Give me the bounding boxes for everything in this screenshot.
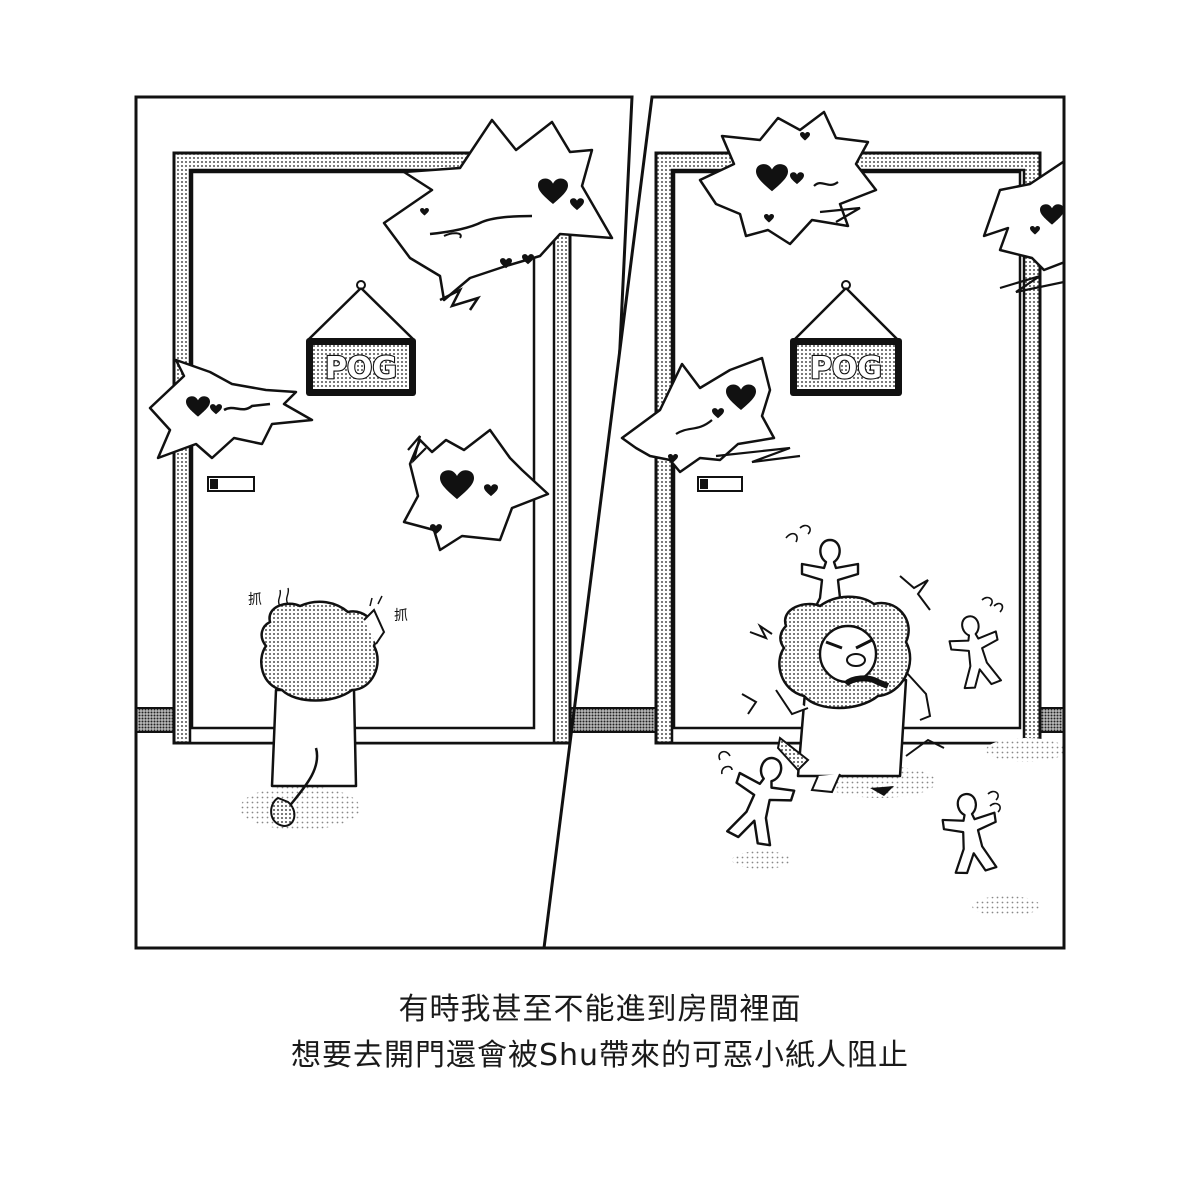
door-sign-label: POG [810, 351, 882, 386]
panel-left: POG [134, 95, 634, 950]
caption-line-2: 想要去開門還會被Shu帶來的可惡小紙人阻止 [290, 1038, 910, 1073]
sound-burst [148, 358, 314, 460]
scratch-sfx-right: 抓 [394, 608, 408, 624]
caption-line-1: 有時我甚至不能進到房間裡面 [398, 992, 802, 1027]
sound-burst [402, 428, 550, 552]
sound-burst [982, 158, 1064, 294]
door-sign: POG [306, 280, 416, 396]
panel-right-border [542, 95, 1066, 950]
door-handle [697, 476, 743, 492]
cat-character-front [775, 595, 932, 796]
door-sign: POG [790, 280, 902, 396]
comic-panels: POG [134, 95, 1066, 950]
scratch-sfx-left: 抓 [248, 592, 262, 608]
door-handle [207, 476, 255, 492]
cat-character-back: 抓 抓 [240, 587, 408, 830]
sound-burst [698, 110, 878, 246]
sound-burst [382, 118, 614, 311]
door-sign-label: POG [325, 351, 397, 386]
sound-burst [620, 356, 801, 474]
